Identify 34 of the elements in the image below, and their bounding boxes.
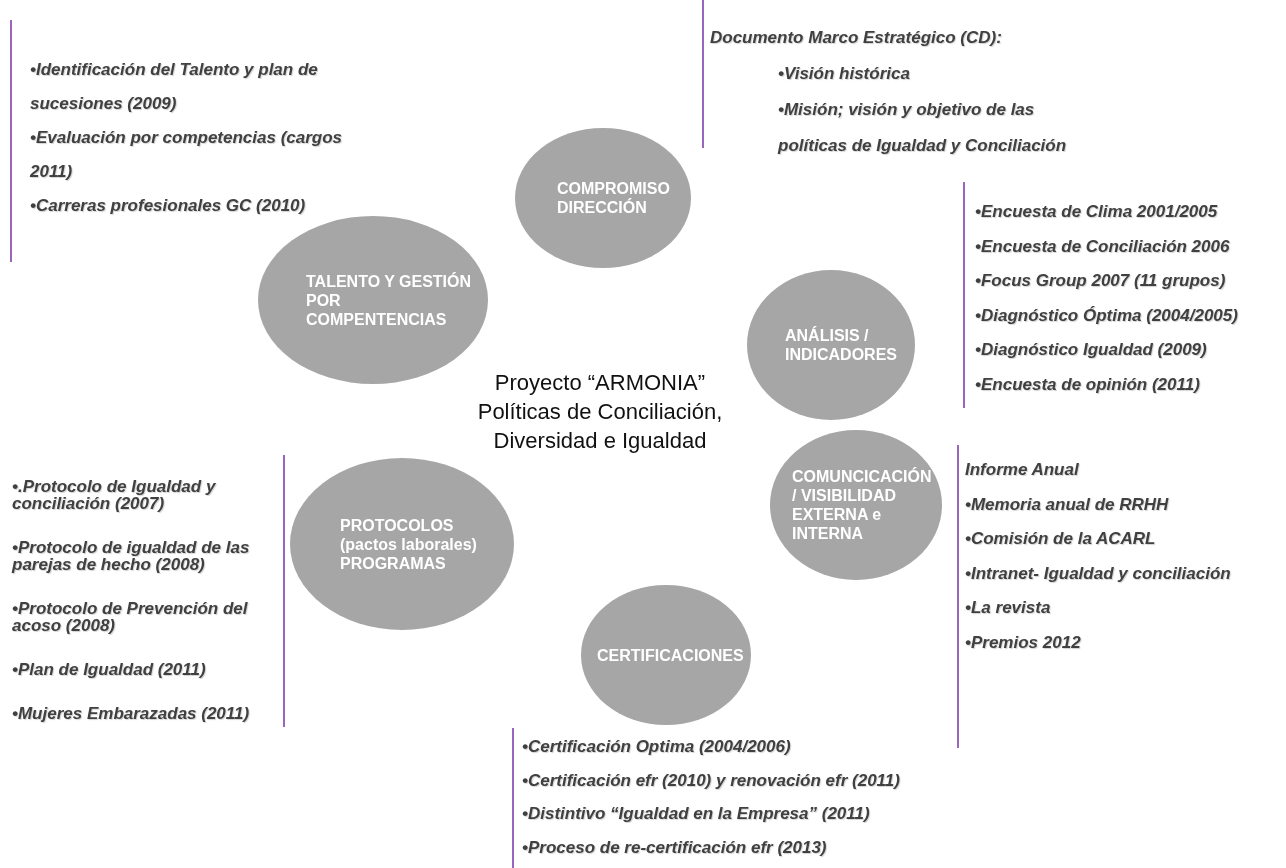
center-title: Proyecto “ARMONIA” Políticas de Conciliación, Diversidad e Igualdad	[476, 369, 724, 455]
list-item: •Mujeres Embarazadas (2011)	[12, 705, 251, 722]
list-item: •Visión histórica	[778, 63, 911, 85]
node-label: PROTOCOLOS (pactos laborales) PROGRAMAS	[340, 515, 478, 573]
list-item: •Plan de Igualdad (2011)	[12, 661, 207, 678]
list-item: •Misión; visión y objetivo de las políticas de Igualdad y Conciliación	[778, 99, 1068, 157]
list-item: •Encuesta de opinión (2011)	[975, 373, 1201, 396]
node-label: COMUNCICACIÓN / VISIBILIDAD EXTERNA e INTERNA	[792, 467, 932, 543]
heading-text: Documento Marco Estratégico (CD):	[710, 27, 1003, 49]
list-item: •.Protocolo de Igualdad y conciliación (2007)	[12, 478, 217, 512]
node-label: COMPROMISO DIRECCIÓN	[557, 179, 671, 217]
list-item: •Encuesta de Clima 2001/2005	[975, 201, 1219, 223]
node-label: CERTIFICACIONES	[597, 645, 744, 665]
list-item: •Protocolo de igualdad de las parejas de hecho (2008)	[12, 539, 251, 573]
list-item: •Carreras profesionales GC (2010)	[30, 195, 307, 217]
node-label: ANÁLISIS / INDICADORES	[785, 326, 898, 364]
list-item: •Encuesta de Conciliación 2006	[975, 235, 1231, 258]
node-label: TALENTO Y GESTIÓN POR COMPENTENCIAS	[306, 271, 473, 329]
list-item: •La revista	[965, 597, 1052, 619]
list-item: •Diagnóstico Óptima (2004/2005)	[975, 304, 1239, 327]
list-item: •Intranet- Igualdad y conciliación	[965, 562, 1232, 585]
list-item: •Identificación del Talento y plan de sucesiones (2009)	[30, 59, 319, 115]
list-item: •Proceso de re-certificación efr (2013)	[522, 836, 828, 859]
list-item: •Distintivo “Igualdad en la Empresa” (2011)	[522, 803, 871, 825]
list-item: •Premios 2012	[965, 631, 1082, 654]
list-item: Informe Anual	[965, 459, 1080, 481]
list-item: •Diagnóstico Igualdad (2009)	[975, 339, 1208, 361]
list-item: •Certificación efr (2010) y renovación efr (2011)	[522, 769, 901, 792]
list-item: •Protocolo de Prevención del acoso (2008)	[12, 600, 249, 634]
list-item: •Memoria anual de RRHH	[965, 493, 1170, 516]
list-item: •Focus Group 2007 (11 grupos)	[975, 270, 1227, 292]
list-item: •Evaluación por competencias (cargos 2011)	[30, 127, 344, 183]
list-item: •Certificación Optima (2004/2006)	[522, 736, 792, 758]
list-item: •Comisión de la ACARL	[965, 528, 1157, 550]
